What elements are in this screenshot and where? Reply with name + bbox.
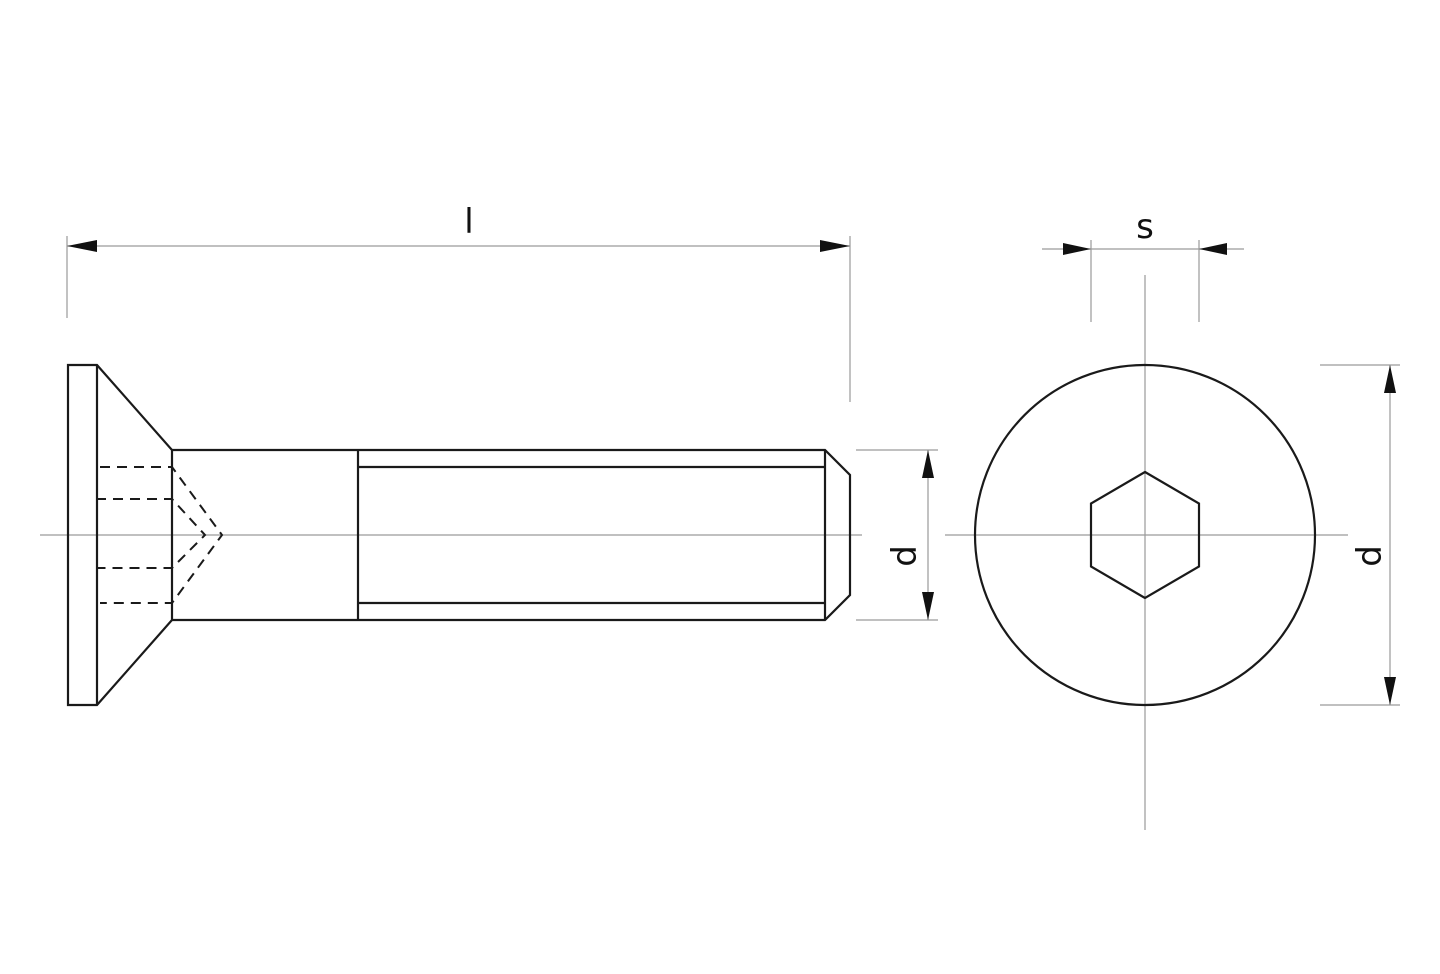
- socket-arrow-left: [1063, 243, 1091, 255]
- head-circle: [973, 363, 1317, 707]
- thread-dia-arrow-bottom: [922, 592, 934, 620]
- head-dia-arrow-top: [1384, 365, 1396, 393]
- socket-hidden-outer: [100, 466, 224, 604]
- head-dia-arrow-bottom: [1384, 677, 1396, 705]
- length-label: l: [464, 202, 473, 242]
- thread-dia-arrow-top: [922, 450, 934, 478]
- socket-arrow-right: [1199, 243, 1227, 255]
- side-view: l d: [40, 202, 938, 707]
- length-arrow-left: [67, 240, 97, 252]
- socket-hidden-inner: [96, 498, 207, 569]
- head-diameter-label: d: [1350, 545, 1390, 567]
- length-arrow-right: [820, 240, 850, 252]
- thread-diameter-label: d: [885, 545, 925, 567]
- hex-socket: [1089, 470, 1201, 600]
- shank-outline: [172, 448, 852, 622]
- socket-width-label: s: [1136, 207, 1154, 247]
- end-view: s d: [945, 207, 1400, 830]
